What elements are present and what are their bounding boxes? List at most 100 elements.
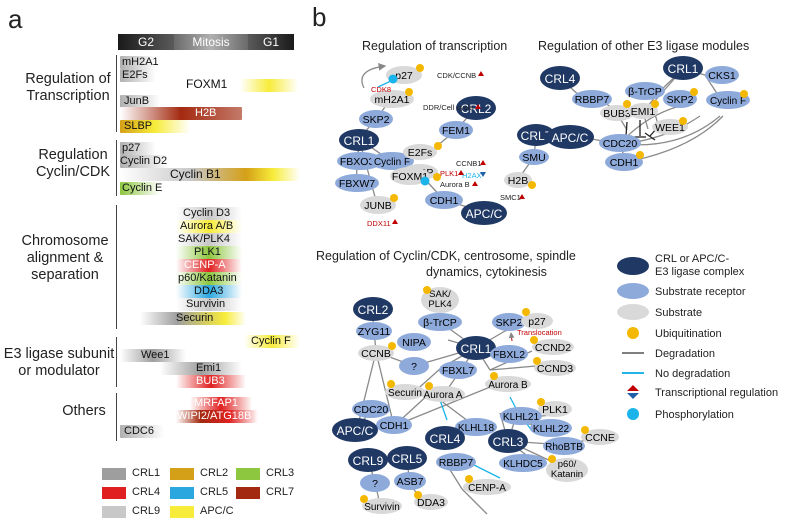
gene-label: H2B	[195, 107, 217, 119]
legend-label: CRL9	[132, 505, 161, 517]
legend-no-degradation-label: No degradation	[655, 368, 730, 380]
gene-label: p60/Katanin	[178, 272, 237, 284]
annot-plk1: PLK1	[440, 169, 458, 178]
gene-label: Emi1	[196, 362, 222, 374]
up-arrow-marker	[519, 194, 525, 199]
bracket-e3	[116, 337, 117, 387]
node-ccnd2-label: CCND2	[535, 342, 571, 354]
ubiquitination-marker	[423, 286, 431, 294]
annot-cdk-ccnb: CDK/CCNB	[437, 71, 476, 80]
node-cyclinf-a-label: Cyclin F	[374, 157, 410, 168]
node-crl2-c	[353, 297, 393, 321]
node-ccnb-label: CCNB	[361, 348, 391, 360]
gene-label: Cyclin B1	[170, 167, 221, 181]
node-skp2-a	[359, 110, 393, 128]
node-crl1-a-label: CRL1	[344, 134, 375, 148]
node-foxm1-label: FOXM1	[392, 171, 428, 183]
node-crl9-c-label: CRL9	[353, 454, 384, 468]
ubiquitination-marker	[581, 426, 589, 434]
node-rbbp7-b	[572, 90, 612, 108]
node-emi1-b	[628, 103, 658, 119]
up-arrow-marker	[392, 219, 398, 224]
gene-label: WIPI2/ATG18B	[177, 410, 252, 422]
node-zyg11	[356, 322, 392, 340]
gene-label: Wee1	[141, 349, 170, 361]
node-nipa-label: NIPA	[402, 337, 426, 349]
node-apcc-c-label: APC/C	[337, 424, 374, 438]
node-apcc-a	[461, 201, 507, 225]
node-apcc-b-label: APC/C	[552, 131, 589, 145]
gene-label: DDA3	[194, 285, 224, 297]
node-crl5-c-label: CRL5	[392, 452, 423, 466]
node-bub3-b-label: BUB3	[603, 108, 631, 120]
gene-label: Cyclin E	[122, 182, 163, 194]
legend-swatch	[102, 468, 126, 480]
ubiquitination-marker	[533, 357, 541, 365]
node-plk1-c	[538, 401, 572, 417]
gene-label: Securin	[176, 312, 214, 324]
node-h2b-label: H2B	[508, 175, 528, 187]
node-klhdc5-label: KLHDC5	[503, 459, 543, 470]
panel-b-label: b	[312, 2, 327, 32]
node-fbxo31-label: FBXO31	[340, 156, 380, 168]
bracket-chromosome	[116, 205, 117, 329]
node-cdh1-b	[605, 153, 643, 171]
legend-swatch	[170, 487, 194, 499]
node-p27-label: p27	[395, 70, 413, 82]
ubiquitination-marker	[530, 336, 538, 344]
legend-swatch	[102, 506, 126, 518]
legend-down-arrow	[627, 393, 639, 399]
node-survivin-label: Survivin	[364, 502, 400, 513]
ubiquitination-marker	[416, 64, 424, 72]
gene-label: mH2A1	[122, 56, 159, 68]
node-fbxw7-label: FBXW7	[339, 178, 375, 190]
node-crl4-c-label: CRL4	[430, 432, 461, 446]
node-cdh1-c-label: CDH1	[380, 420, 409, 432]
node-p60	[546, 458, 588, 482]
gene-label: MRFAP1	[194, 397, 239, 409]
node-asb7	[394, 472, 426, 490]
gene-label: FOXM1	[186, 77, 228, 91]
bar	[176, 259, 242, 272]
node-fbxl2	[490, 345, 528, 363]
node-sakplk4-label: SAK/PLK4	[428, 289, 451, 310]
legend-phosphorylation-swatch	[627, 408, 639, 420]
node-fbxw7	[335, 174, 379, 192]
gene-label: CENP-A	[184, 259, 226, 271]
up-arrow-marker	[480, 160, 486, 165]
node-btrcp-c	[418, 313, 462, 331]
gene-label: E2Fs	[122, 69, 148, 81]
node-ccnd3	[534, 360, 576, 376]
node-fbxl2-label: FBXL2	[493, 349, 525, 361]
bar	[120, 120, 190, 133]
category-others: Others	[62, 403, 106, 419]
bar	[120, 349, 186, 362]
annot-ddr: DDR/Cell cycle	[423, 103, 473, 112]
node-junb-label: JUNB	[364, 200, 391, 212]
ubiquitination-marker	[548, 455, 556, 463]
node-cyclinf-a	[370, 152, 414, 170]
node-btrcp-c-label: β-TrCP	[423, 317, 457, 329]
ubiquitination-marker	[405, 88, 413, 96]
node-klhl18	[455, 418, 497, 436]
node-crl7	[517, 124, 555, 146]
node-aurorab-c	[485, 376, 531, 392]
up-arrow-marker	[475, 104, 481, 109]
legend-label: CRL1	[132, 467, 161, 479]
ubiquitination-marker	[388, 342, 396, 350]
node-skp2-a-label: SKP2	[363, 114, 390, 126]
bar	[190, 397, 252, 410]
node-fbxo31	[337, 152, 383, 170]
gene-label: p27	[122, 142, 141, 154]
node-crl5-c	[387, 446, 427, 470]
ubiquitination-marker	[414, 491, 422, 499]
ubiquitination-marker	[490, 372, 498, 380]
node-cdc20-b	[599, 134, 641, 152]
node-nipa	[397, 333, 431, 351]
annot-cdk8: CDK8	[371, 85, 391, 94]
node-crl7-label: CRL7	[521, 129, 552, 143]
node-cdh1-a	[425, 191, 463, 209]
ubiquitination-marker	[390, 194, 398, 202]
node-asb7-label: ASB7	[397, 476, 424, 488]
ubiquitination-marker	[425, 382, 433, 390]
